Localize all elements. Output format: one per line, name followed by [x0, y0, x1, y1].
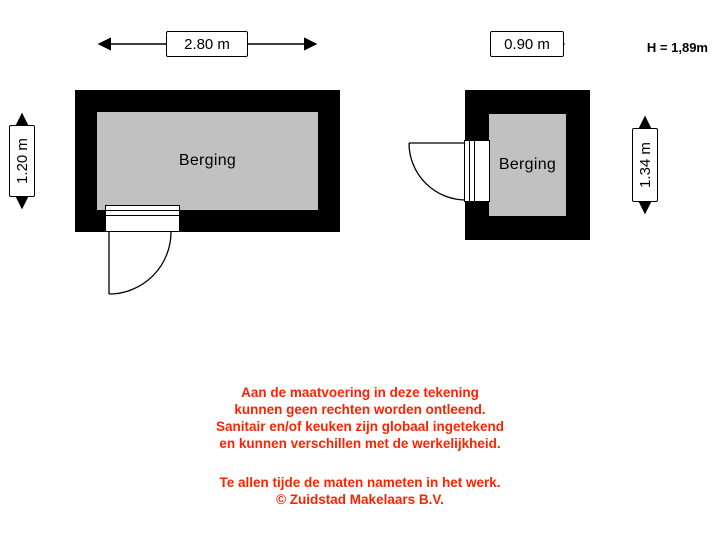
disclaimer-line: Te allen tijde de maten nameten in het w…: [219, 475, 501, 490]
dim-label-right-depth: 1.34 m: [632, 128, 658, 202]
disclaimer-line: en kunnen verschillen met de werkelijkhe…: [219, 436, 501, 451]
floorplan-right-room: Berging: [489, 114, 566, 216]
door-threshold-right-plan: [464, 140, 490, 202]
disclaimer-copyright: © Zuidstad Makelaars B.V.: [276, 492, 444, 507]
door-arc-right-plan: [408, 142, 467, 201]
disclaimer-line: kunnen geen rechten worden ontleend.: [234, 402, 486, 417]
disclaimer-line: Sanitair en/of keuken zijn globaal inget…: [215, 419, 505, 434]
height-note: H = 1,89m: [646, 40, 708, 55]
dim-text-left-width: 2.80 m: [184, 35, 230, 53]
dim-label-left-width: 2.80 m: [166, 31, 248, 57]
dim-label-left-depth: 1.20 m: [9, 125, 35, 197]
floorplan-left-room: Berging: [97, 112, 318, 210]
room-label-left: Berging: [178, 152, 237, 169]
disclaimer-line: Aan de maatvoering in deze tekening: [241, 385, 479, 400]
door-threshold-left-plan: [105, 205, 180, 232]
dim-text-right-depth: 1.34 m: [636, 142, 654, 188]
disclaimer-block: Aan de maatvoering in deze tekening kunn…: [0, 384, 720, 508]
dim-label-right-width: 0.90 m: [490, 31, 564, 57]
door-arc-left-plan: [108, 231, 172, 295]
dim-text-left-depth: 1.20 m: [13, 138, 31, 184]
room-label-right: Berging: [498, 156, 557, 173]
dim-text-right-width: 0.90 m: [504, 35, 550, 53]
